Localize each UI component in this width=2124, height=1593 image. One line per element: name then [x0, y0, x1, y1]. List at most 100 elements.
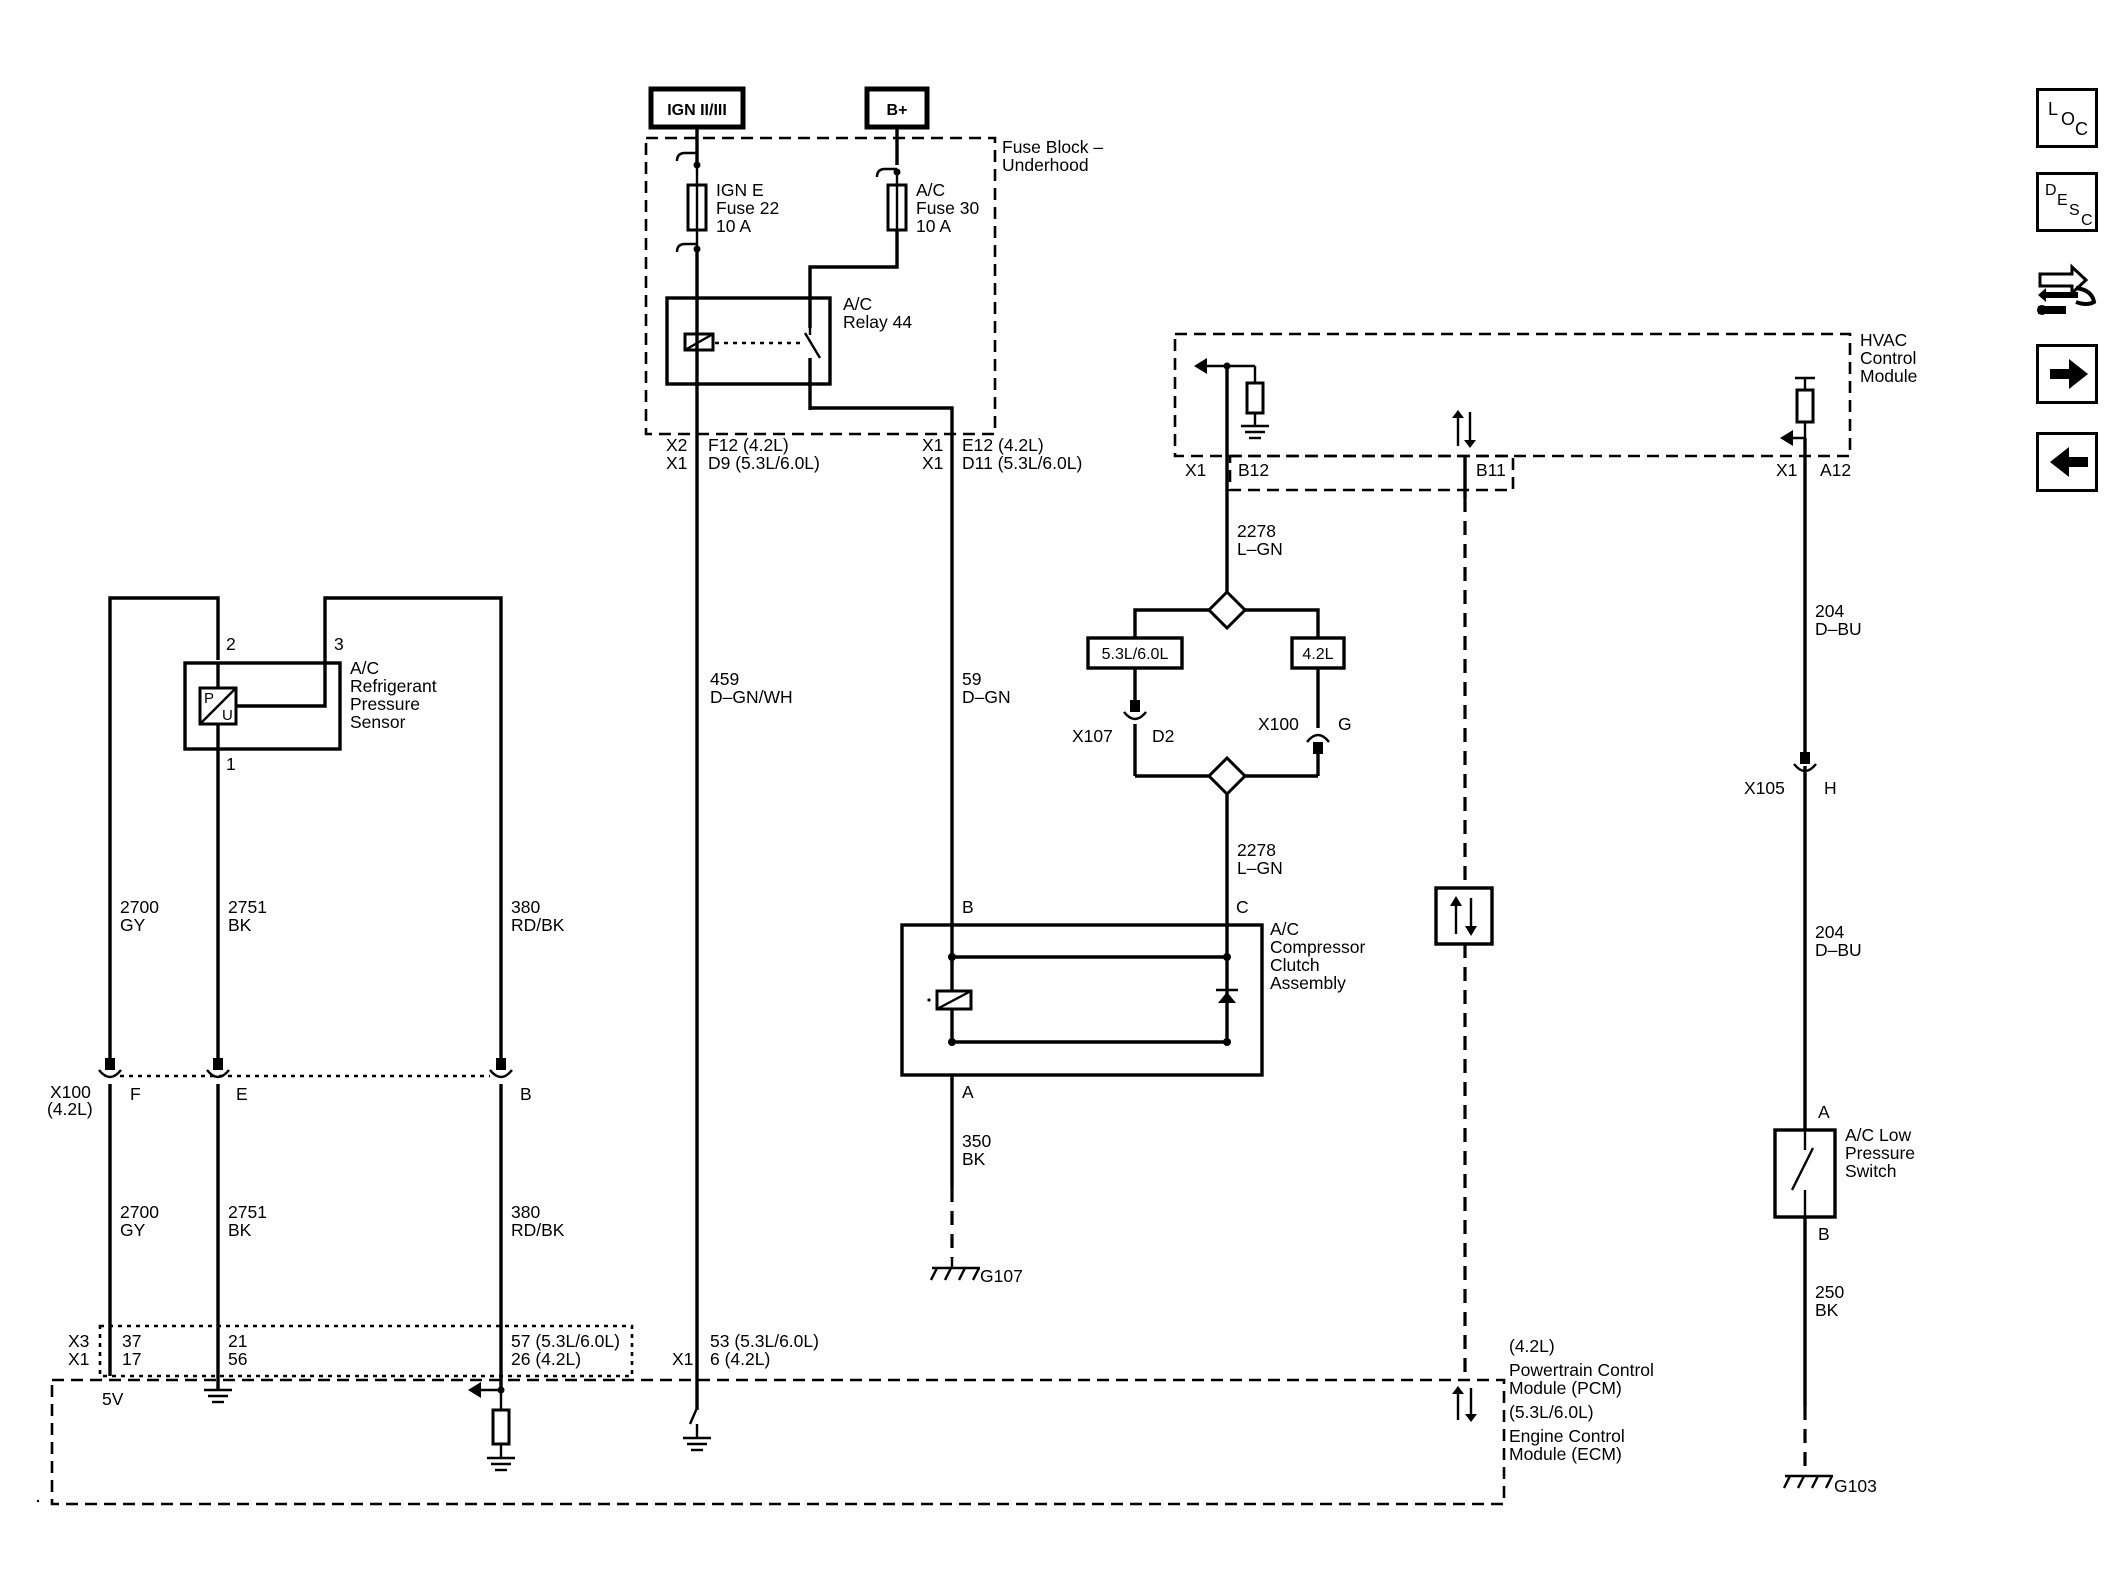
option-53-box: 5.3L/6.0L [1086, 636, 1184, 670]
ign-source-box: IGN II/III [648, 86, 746, 130]
pcm-conn-1: X3 [68, 1331, 89, 1351]
sensor-pin-3: 3 [334, 634, 344, 654]
fb-left-conn-2: X1 [666, 453, 687, 473]
c204-bottom-color: D–BU [1815, 940, 1862, 960]
pcm-459-pin-2: 6 (4.2L) [710, 1349, 770, 1369]
x105-connector-icon [1793, 752, 1817, 773]
c2278-top-color: L–GN [1237, 539, 1283, 559]
c59-num: 59 [962, 669, 981, 689]
lps-pin-b: B [1818, 1224, 1830, 1244]
g-label: G [1338, 714, 1352, 734]
w2751-num: 2751 [228, 897, 267, 917]
hvac-b12-output-icon [1194, 358, 1269, 440]
splice-top [1206, 589, 1248, 631]
lps-name-1: A/C Low [1845, 1125, 1911, 1145]
pcm-380-pin-1: 57 (5.3L/6.0L) [511, 1331, 620, 1351]
x100-pin-b: B [520, 1084, 532, 1104]
batt-source-label: B+ [887, 102, 908, 119]
fb-right-pins-1: E12 (4.2L) [962, 435, 1044, 455]
x100-g-label: X100 [1258, 714, 1299, 734]
c59-color: D–GN [962, 687, 1011, 707]
previous-button[interactable] [2036, 432, 2098, 492]
hvac-name-1: HVAC [1860, 330, 1907, 350]
pcm-2700-pin-2: 17 [122, 1349, 141, 1369]
pcm-data-icon [1452, 1386, 1477, 1422]
fb-right-conn-2: X1 [922, 453, 943, 473]
desc-letter-e: E [2057, 192, 2068, 209]
c2278-top-num: 2278 [1237, 521, 1276, 541]
g103-label: G103 [1834, 1476, 1877, 1496]
c350-num: 350 [962, 1131, 991, 1151]
ac-fuse-label-1: A/C [916, 180, 945, 200]
w380-num: 380 [511, 897, 540, 917]
description-button[interactable]: D E S C [2036, 172, 2098, 232]
fuse-block-name-2: Underhood [1002, 155, 1089, 175]
c2278-bottom-num: 2278 [1237, 840, 1276, 860]
relay-switch-icon [803, 328, 822, 410]
sensor-pin-2: 2 [226, 634, 236, 654]
ac-fuse-label-2: Fuse 30 [916, 198, 979, 218]
option-42-box: 4.2L [1290, 636, 1346, 670]
comp-name-2: Compressor [1270, 937, 1365, 957]
location-button[interactable]: L O C [2036, 88, 2098, 148]
sensor-name-4: Sensor [350, 712, 406, 732]
c2278-bottom-color: L–GN [1237, 858, 1283, 878]
c459-color: D–GN/WH [710, 687, 793, 707]
hvac-conn-right: X1 [1776, 460, 1797, 480]
next-button[interactable] [2036, 344, 2098, 404]
comp-name-1: A/C [1270, 919, 1299, 939]
x105-label: X105 [1744, 778, 1785, 798]
lps-name-3: Switch [1845, 1161, 1897, 1181]
hvac-name-2: Control [1860, 348, 1916, 368]
relay-coil-icon [683, 332, 715, 352]
ac-fuse-label-3: 10 A [916, 216, 951, 236]
ign-e-fuse-symbol [686, 165, 708, 250]
comp-pin-c: C [1236, 897, 1249, 917]
c459-num: 459 [710, 669, 739, 689]
pcm-2751-ground-icon [204, 1388, 232, 1404]
hvac-conn-left: X1 [1185, 460, 1206, 480]
pcm-name-6: Module (ECM) [1509, 1444, 1622, 1464]
ign-source-label: IGN II/III [667, 102, 727, 119]
c204-top-num: 204 [1815, 601, 1844, 621]
x100-pin-f: F [130, 1084, 141, 1104]
ac-low-pressure-switch [1773, 1128, 1837, 1219]
pcm-380-input-icon [468, 1382, 515, 1472]
ac-relay-44 [665, 296, 832, 386]
fb-right-pins-2: D11 (5.3L/6.0L) [962, 453, 1082, 473]
w2700b-num: 2700 [120, 1202, 159, 1222]
splice-bottom [1206, 755, 1248, 797]
ac-refrigerant-pressure-sensor [183, 661, 342, 751]
option-42-label: 4.2L [1302, 646, 1333, 663]
clutch-coil-icon [927, 989, 973, 1011]
loc-letter-o: O [2061, 109, 2075, 129]
pcm-459-conn: X1 [672, 1349, 693, 1369]
clutch-diode-icon [1216, 988, 1238, 1003]
hvac-pin-b11: B11 [1476, 460, 1506, 480]
g107-label: G107 [980, 1266, 1023, 1286]
pcm-name-3: Module (PCM) [1509, 1378, 1622, 1398]
d2-label: D2 [1152, 726, 1174, 746]
pcm-380-pin-2: 26 (4.2L) [511, 1349, 581, 1369]
ign-fuse-label-3: 10 A [716, 216, 751, 236]
x100-label-2: (4.2L) [47, 1099, 93, 1119]
ac-fuse-symbol [886, 172, 908, 232]
fb-left-pins-2: D9 (5.3L/6.0L) [708, 453, 820, 473]
pcm-conn-2: X1 [68, 1349, 89, 1369]
h-label: H [1824, 778, 1837, 798]
x100-label-1: X100 [50, 1082, 91, 1102]
pcm-name-4: (5.3L/6.0L) [1509, 1402, 1594, 1422]
hvac-pin-b12: B12 [1238, 460, 1269, 480]
pressure-transducer-icon: P U [198, 686, 238, 726]
loc-icon: L O C [2048, 99, 2088, 139]
serial-data-icon [1434, 886, 1494, 946]
sensor-name-1: A/C [350, 658, 379, 678]
w380b-num: 380 [511, 1202, 540, 1222]
relay-label-2: Relay 44 [843, 312, 912, 332]
arrow-left-icon [2050, 447, 2088, 477]
x100-g-connector-icon [1306, 733, 1330, 754]
relay-label-1: A/C [843, 294, 872, 314]
diagnostics-button[interactable] [2032, 258, 2102, 320]
wrench-arrows-icon [2037, 263, 2097, 315]
